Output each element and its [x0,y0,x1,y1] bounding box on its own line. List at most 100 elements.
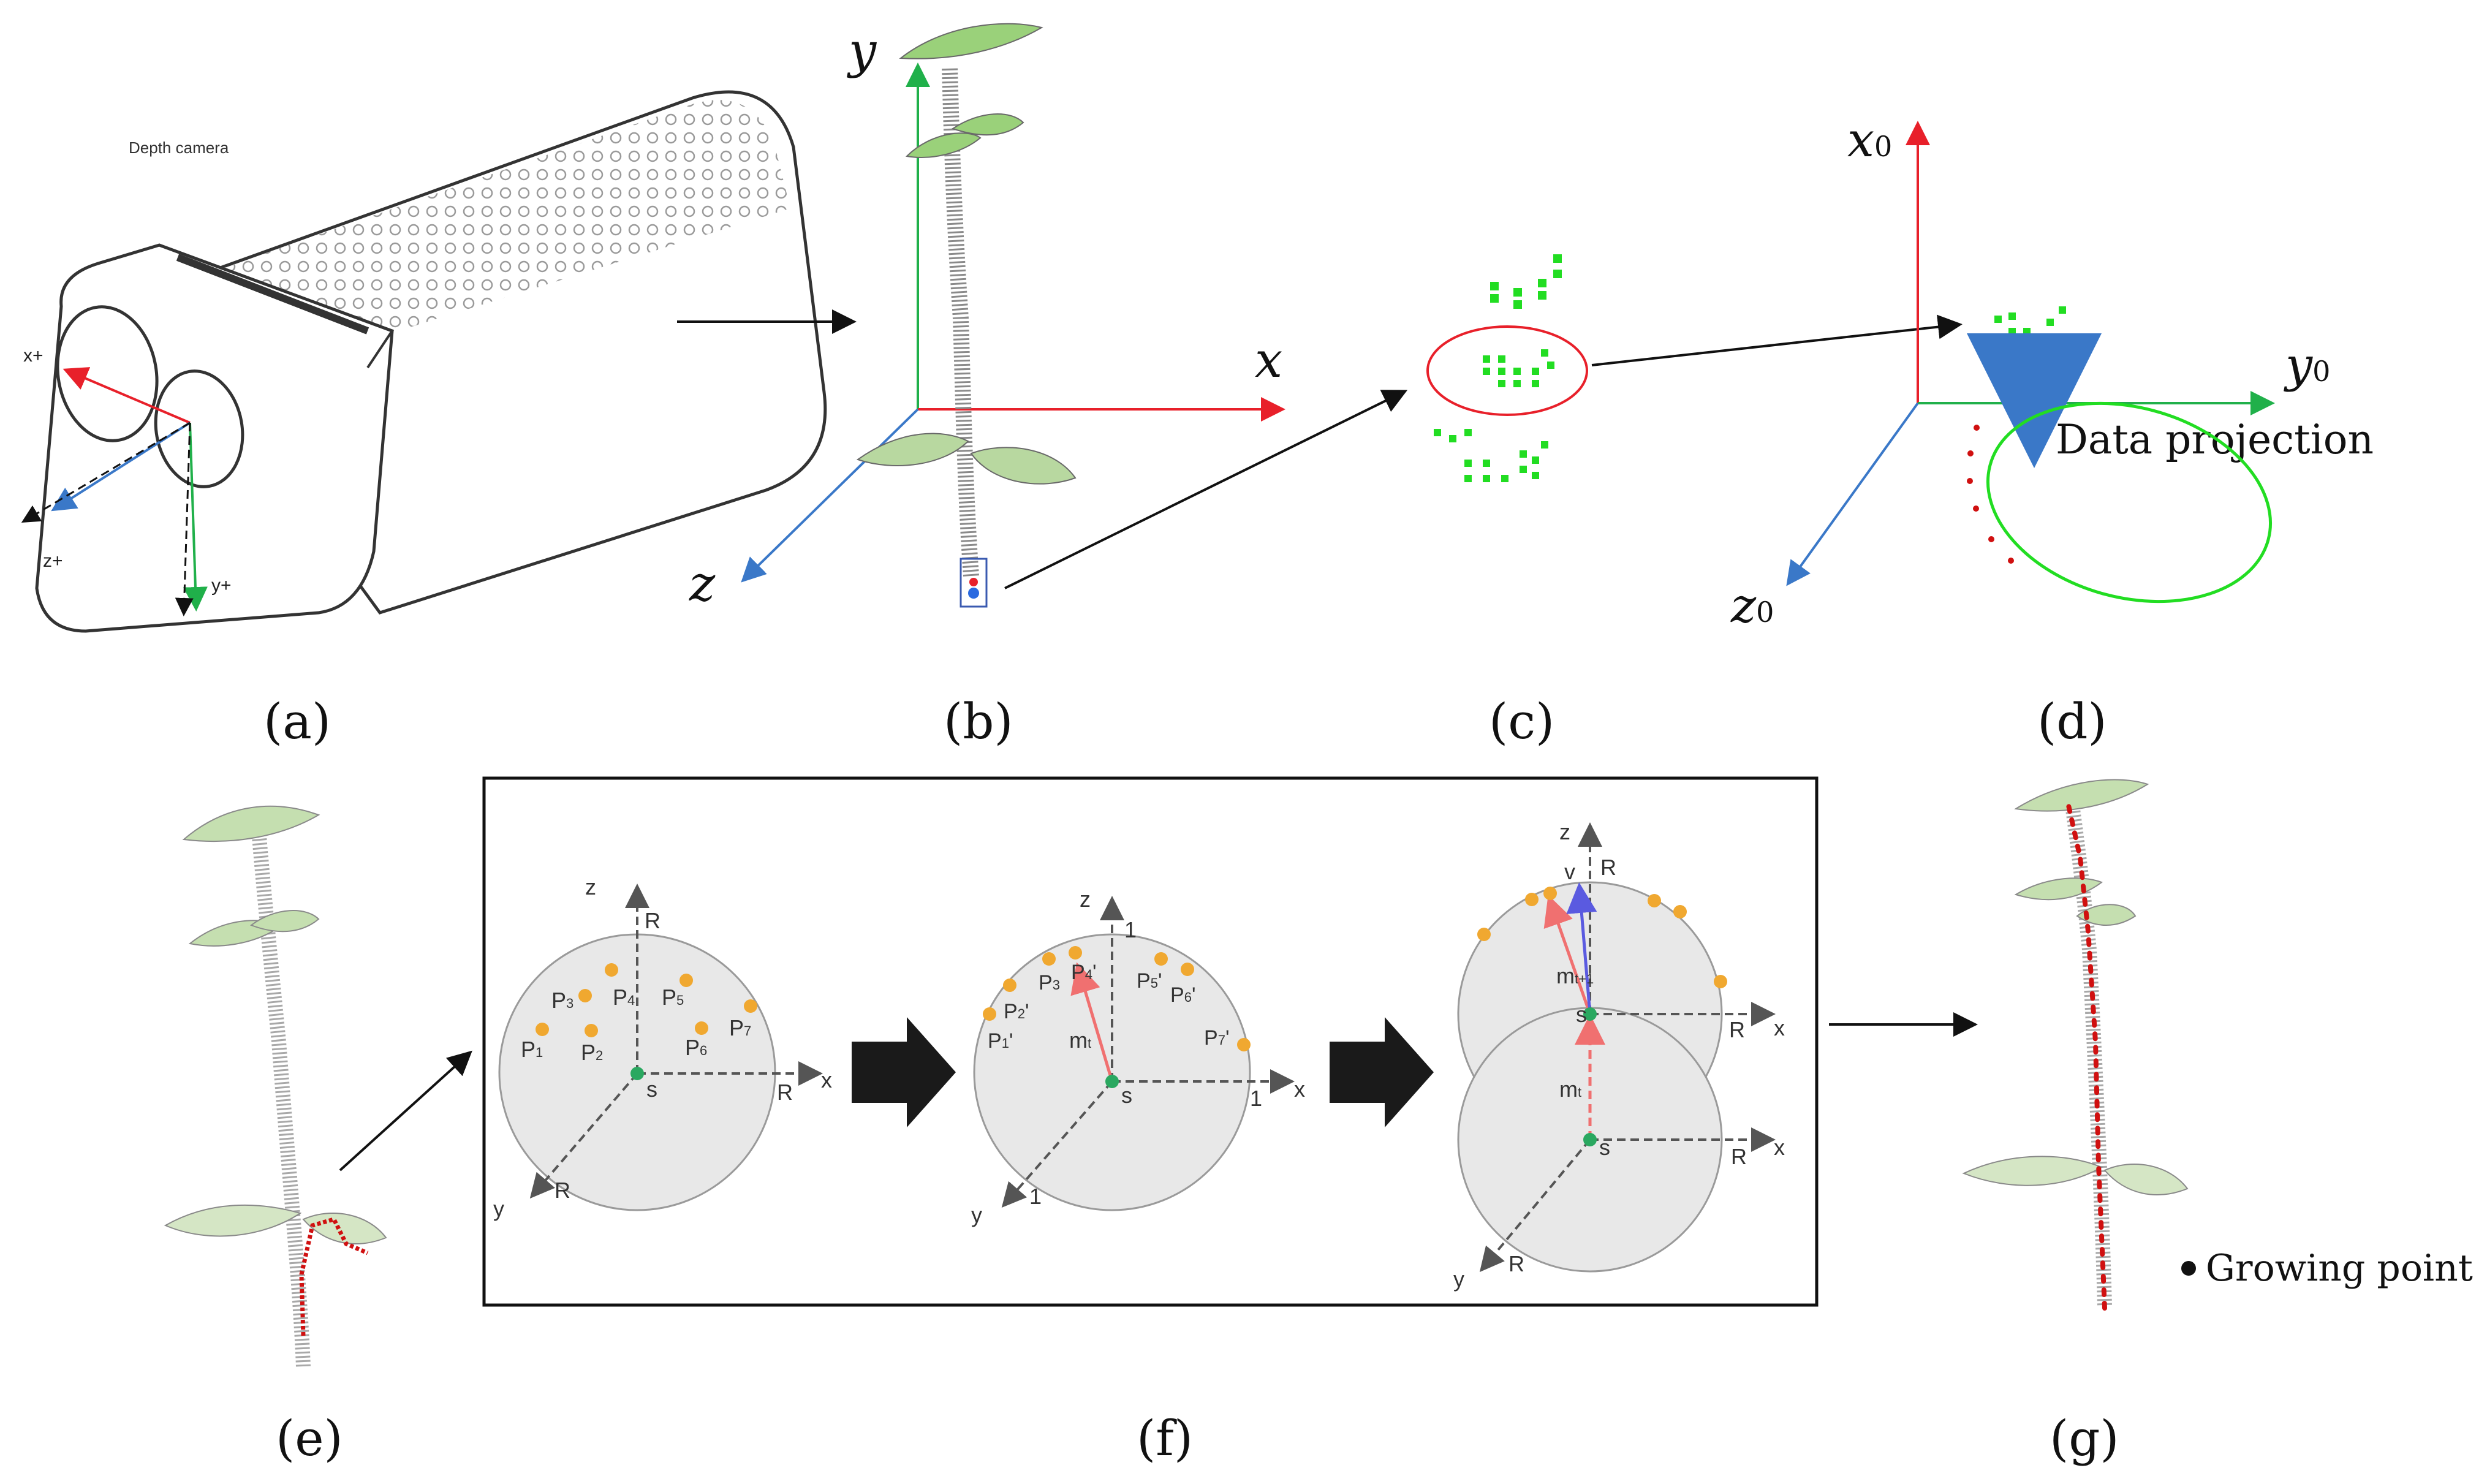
projection-x0-label: x [1847,113,1874,168]
initial-growth-path [299,1216,369,1336]
plant-lower-leaf-left [856,433,969,466]
plant-top-leaf [899,23,1043,59]
flow-arrow-1 [852,1017,956,1127]
panel-f-sphere-1: z R x R y R s P1 P2 P3 P4 P5 P6 P7 [493,874,832,1221]
camera-x-label: x+ [23,346,44,366]
svg-text:s: s [1576,1002,1587,1027]
arrow-c-to-d [1591,314,1963,366]
svg-text:v: v [1564,859,1575,884]
svg-text:R: R [555,1178,570,1203]
camera-y-dashed [175,422,194,616]
projection-y0-label: y [2284,338,2313,393]
panel-label-c: (c) [1489,693,1554,750]
svg-text:z: z [1559,819,1570,844]
svg-text:y: y [1453,1266,1464,1292]
svg-text:P2': P2' [1004,1000,1029,1023]
svg-text:R: R [777,1080,793,1105]
projection-z0-axis [1786,402,1919,586]
plant-z-axis [741,408,919,583]
sphere3-direction-vector [1566,882,1597,1015]
svg-text:P5': P5' [1137,969,1162,993]
panel-a-camera: Depth camera x+ z+ y+ [21,90,827,633]
flow-arrow-2 [1330,1017,1434,1127]
svg-text:R: R [1508,1251,1524,1276]
projection-circle [1986,401,2273,604]
svg-text:z: z [1080,887,1091,912]
svg-text:y0: y0 [2284,338,2330,393]
sphere1-center [630,1067,644,1080]
plant-mid-leaf-left [905,132,982,158]
camera-x-axis [62,367,191,424]
svg-text:s: s [1121,1083,1132,1108]
svg-text:R: R [645,908,661,933]
svg-text:s: s [1599,1135,1610,1160]
svg-text:s: s [646,1077,657,1102]
svg-text:z: z [585,874,596,899]
svg-text:R: R [1600,855,1616,880]
arrow-e-to-f [339,1050,472,1172]
plant-selection-box [960,558,988,608]
svg-text:z0: z0 [1730,578,1774,634]
camera-y-label: y+ [211,575,232,596]
svg-text:mt: mt [1559,1077,1581,1102]
panel-f-sphere-2: z 1 x 1 y 1 s mt P1' P2' P3 P4' P5' P6' … [971,887,1305,1227]
svg-text:R: R [1729,1017,1745,1042]
plant-z-label: z [689,555,716,612]
panel-label-b: (b) [944,693,1013,750]
svg-text:P3: P3 [1039,971,1060,994]
svg-text:R: R [1731,1144,1747,1169]
panel-label-e: (e) [276,1410,343,1467]
plant-x-label: x [1255,331,1282,388]
sphere1-points [536,963,757,1037]
svg-text:P1': P1' [988,1029,1013,1053]
svg-text:y: y [971,1202,982,1227]
svg-text:x: x [1294,1077,1305,1102]
panel-e-plant [164,805,387,1367]
plant-lower-leaf-right [970,447,1077,485]
svg-text:x: x [821,1067,832,1092]
sphere2-mean-vector [1070,962,1114,1082]
svg-text:1: 1 [1250,1086,1262,1111]
plant-y-label: y [847,22,877,79]
svg-text:1: 1 [1029,1184,1042,1209]
sphere2-points [983,946,1251,1051]
svg-text:mt+1: mt+1 [1556,963,1594,988]
legend-label: Growing point [2206,1247,2473,1290]
plant-mid-leaf-right [951,113,1024,136]
svg-text:P4: P4 [613,985,635,1010]
camera-title: Depth camera [129,138,229,157]
panel-f-sphere-3: z R v x R x R y R mt+1 mt s s [1453,819,1785,1292]
panel-g-plant [1962,779,2189,1311]
panel-label-f: (f) [1137,1410,1193,1467]
svg-text:x: x [1774,1135,1785,1160]
svg-text:P6': P6' [1170,983,1195,1007]
svg-text:P7: P7 [729,1015,751,1040]
svg-text:P1: P1 [521,1037,543,1062]
svg-text:P2: P2 [581,1040,603,1065]
plant-stem [942,67,979,577]
svg-text:P5: P5 [662,985,684,1010]
growing-point-path [2065,800,2107,1311]
panel-label-g: (g) [2050,1410,2119,1467]
panel-f-frame [482,776,1819,1307]
panel-b-plant: y x z [689,22,1285,612]
camera-z-dashed [21,422,191,523]
svg-text:1: 1 [1124,917,1137,942]
svg-text:P6: P6 [685,1035,707,1060]
camera-y-axis [183,422,208,611]
projection-z0-label: z [1730,578,1757,634]
panel-d-projection: x0 y0 z0 Data projection [1730,113,2374,634]
svg-text:mt: mt [1069,1028,1091,1053]
panel-label-a: (a) [263,693,331,750]
projection-slice-points [1994,306,2066,350]
svg-text:P7': P7' [1204,1026,1229,1050]
slice-highlight-ellipse [1426,325,1588,416]
sphere3-points [1477,887,1727,988]
camera-z-axis [51,422,191,512]
sphere3-next-mean-vector [1543,895,1592,1015]
svg-text:P3: P3 [551,988,573,1013]
svg-text:x: x [1774,1015,1785,1040]
svg-text:P4': P4' [1071,961,1096,984]
